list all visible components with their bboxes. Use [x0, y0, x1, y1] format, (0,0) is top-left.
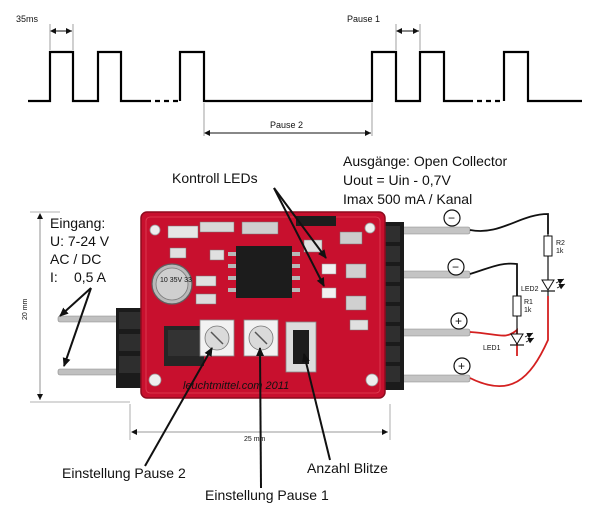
input-title: Eingang:: [50, 215, 105, 231]
input-spec: Eingang: U: 7-24 V AC / DC I: 0,5 A: [50, 215, 110, 285]
output-line3: Imax 500 mA / Kanal: [343, 191, 472, 207]
polarity-markers: − − + +: [443, 209, 471, 375]
led2-symbol: [541, 278, 566, 296]
pulse-waveform: [28, 50, 582, 103]
led1-symbol: [510, 332, 535, 346]
flash-count-label: Anzahl Blitze: [307, 460, 388, 476]
output-line2: Uout = Uin - 0,7V: [343, 172, 451, 188]
width-dimension-label: 25 mm: [244, 436, 266, 443]
input-voltage: U: 7-24 V: [50, 233, 110, 249]
pause2-adjust-label: Einstellung Pause 2: [62, 465, 186, 481]
polarity-1: −: [448, 211, 455, 225]
potentiometer-pause2: [199, 319, 235, 357]
output-spec: Ausgänge: Open Collector Uout = Uin - 0,…: [343, 153, 508, 207]
input-current-label: I:: [50, 269, 58, 285]
external-circuit: R2 1k LED2 R1 1k LED1: [469, 213, 566, 388]
pointer-arrows: [59, 187, 331, 489]
timing-diagram: 35ms Pause 1 Pause 2: [16, 14, 582, 136]
control-leds-label: Kontroll LEDs: [172, 170, 258, 186]
control-led-1: [321, 263, 337, 275]
control-led-2: [321, 287, 337, 299]
pause1-adjust-label: Einstellung Pause 1: [205, 487, 329, 503]
height-dimension-label: 20 mm: [22, 298, 29, 320]
r1-value: 1k: [524, 307, 532, 314]
input-type: AC / DC: [50, 251, 101, 267]
resistor-r1: [512, 295, 522, 317]
r2-label: R2: [556, 240, 565, 247]
led1-label: LED1: [483, 345, 501, 352]
polarity-2: −: [452, 260, 459, 274]
r2-value: 1k: [556, 248, 564, 255]
input-current-value: 0,5 A: [74, 269, 107, 285]
pause1-label: Pause 1: [347, 14, 380, 24]
flash-count-button: [285, 321, 317, 373]
polarity-4: +: [458, 359, 465, 373]
pcb-board: 10 35V 33 leuchtmittel.com 2011: [140, 211, 386, 399]
resistor-r2: [543, 235, 553, 257]
board-silkscreen: leuchtmittel.com 2011: [183, 380, 289, 392]
timing-dimension-arrows: [50, 28, 419, 136]
output-line1: Ausgänge: Open Collector: [343, 153, 508, 169]
main-ic: [236, 246, 292, 298]
pause2-label: Pause 2: [270, 120, 303, 130]
pulse-width-label: 35ms: [16, 14, 39, 24]
capacitor-marking: 10 35V 33: [160, 277, 192, 284]
electrolytic-capacitor: 10 35V 33: [151, 263, 193, 305]
polarity-3: +: [455, 314, 462, 328]
input-pins: [57, 308, 144, 388]
timing-guides: [49, 24, 421, 136]
r1-label: R1: [524, 299, 533, 306]
led2-label: LED2: [521, 286, 539, 293]
